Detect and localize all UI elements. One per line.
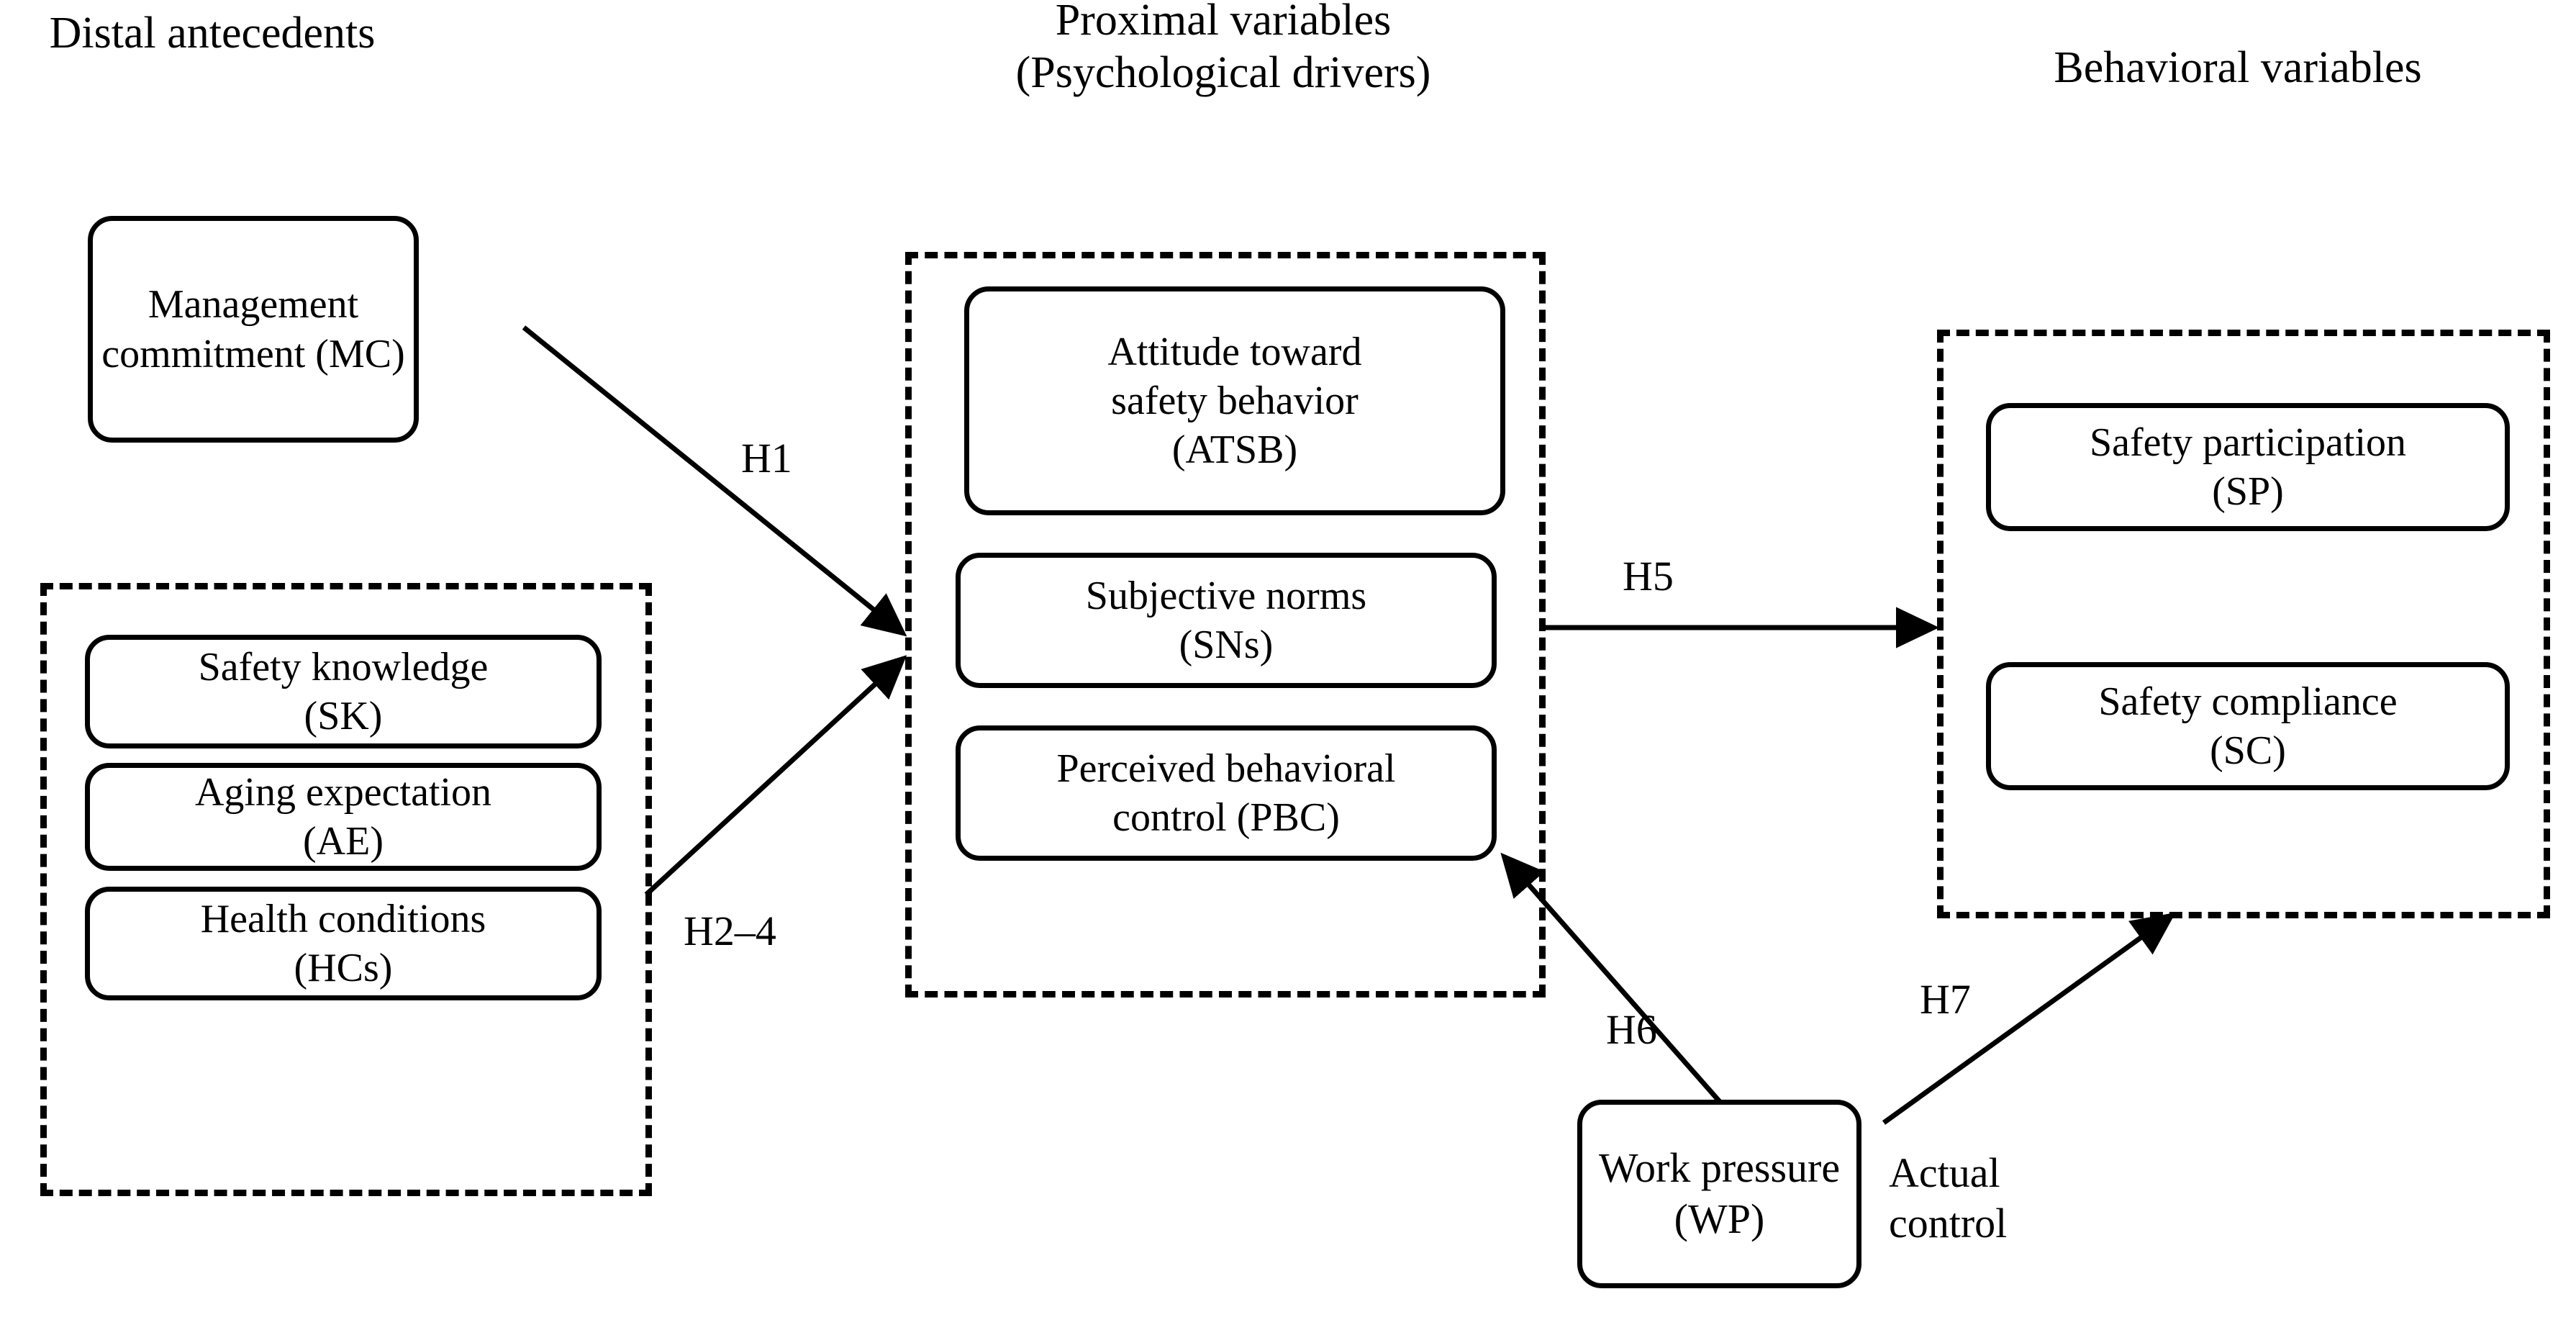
node-aging-expectation[interactable]: Aging expectation (AE) [85, 763, 602, 871]
node-perceived-behavioral-control[interactable]: Perceived behavioral control (PBC) [956, 725, 1497, 861]
edge-label-h6: H6 [1606, 1006, 1657, 1053]
column-header-behavioral: Behavioral variables [2054, 43, 2422, 92]
group-behavioral-variables [1937, 330, 2550, 918]
edge-h2-4-line [644, 655, 907, 897]
edge-label-h2-4: H2–4 [684, 908, 776, 954]
edge-label-h5: H5 [1623, 553, 1674, 600]
node-attitude-toward-safety-behavior[interactable]: Attitude toward safety behavior (ATSB) [964, 286, 1505, 515]
node-work-pressure[interactable]: Work pressure (WP) [1577, 1100, 1861, 1288]
group-proximal-variables [905, 252, 1546, 998]
label-actual-control: Actual control [1889, 1149, 2008, 1247]
edge-label-h1: H1 [741, 435, 792, 481]
node-safety-knowledge[interactable]: Safety knowledge (SK) [85, 635, 602, 748]
node-safety-compliance[interactable]: Safety compliance (SC) [1986, 662, 2510, 790]
group-distal-antecedents [40, 583, 652, 1196]
edge-label-h7: H7 [1920, 976, 1971, 1023]
node-management-commitment[interactable]: Management commitment (MC) [88, 216, 419, 443]
node-subjective-norms[interactable]: Subjective norms (SNs) [956, 553, 1497, 688]
column-header-distal: Distal antecedents [49, 9, 376, 58]
node-health-conditions[interactable]: Health conditions (HCs) [85, 887, 602, 1000]
node-safety-participation[interactable]: Safety participation (SP) [1986, 403, 2510, 531]
column-header-proximal: Proximal variables (Psychological driver… [1015, 0, 1431, 98]
